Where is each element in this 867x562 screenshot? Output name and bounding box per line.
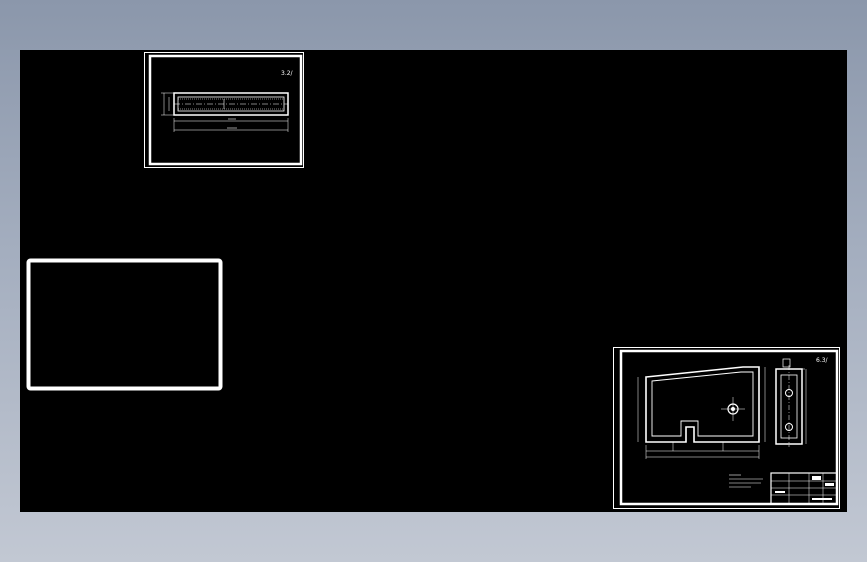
roughness-mark: 3.2/ [281, 70, 294, 77]
cad-viewport[interactable]: 3.2/ [20, 50, 847, 512]
drawing-sheet-bottom-right-graphic: 6.3/ [613, 347, 840, 509]
drawing-sheet-top-left-graphic: 3.2/ [144, 52, 304, 168]
roughness-mark: 6.3/ [816, 357, 829, 364]
drawing-sheet-top-left[interactable]: 3.2/ [144, 52, 304, 168]
drawing-sheet-blank[interactable] [26, 258, 223, 391]
drawing-sheet-bottom-right[interactable]: 6.3/ [613, 347, 840, 509]
drawing-sheet-blank-graphic [26, 258, 223, 391]
